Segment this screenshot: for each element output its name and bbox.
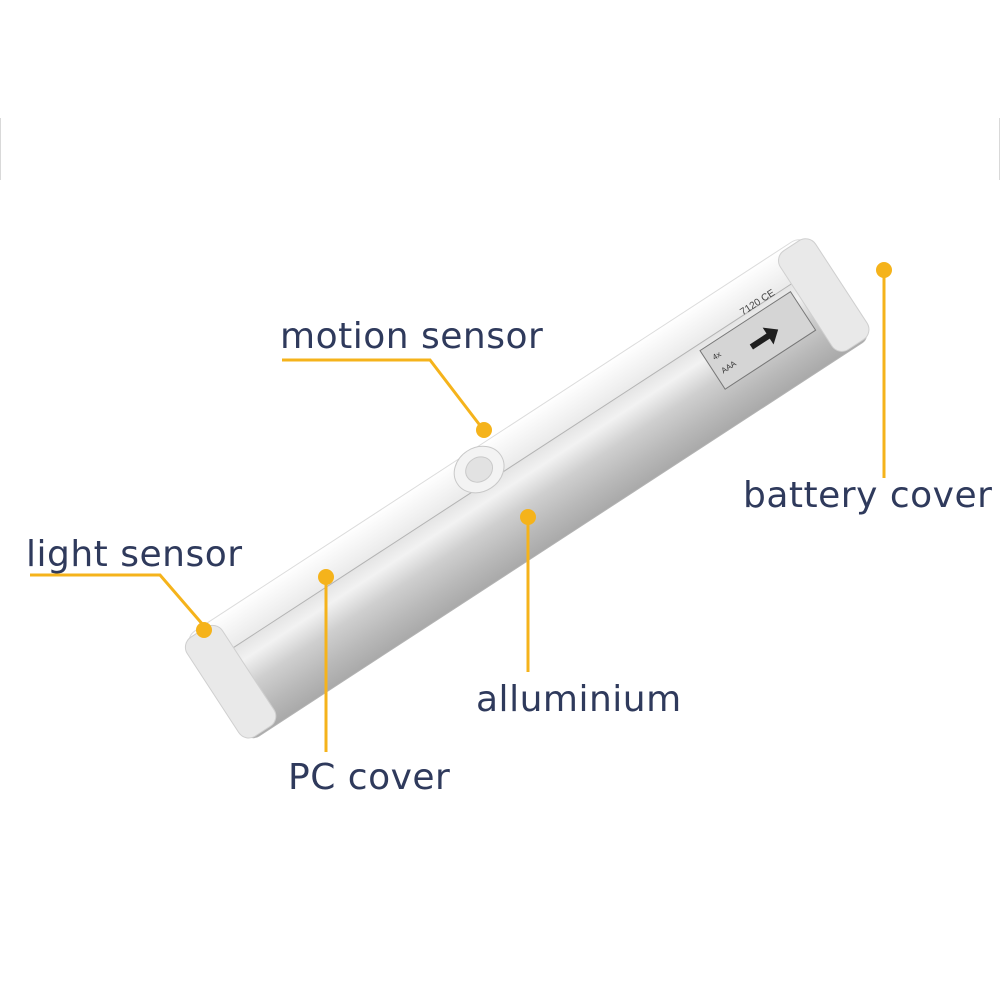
callout-motion-sensor bbox=[282, 358, 484, 429]
arrow-icon bbox=[749, 327, 779, 350]
dot-alluminium bbox=[520, 509, 536, 525]
dot-motion-sensor bbox=[476, 422, 492, 438]
label-motion-sensor: motion sensor bbox=[280, 316, 544, 357]
pc-cover-strip bbox=[188, 239, 822, 669]
label-battery-cover: battery cover bbox=[743, 475, 993, 516]
callouts bbox=[30, 272, 886, 752]
end-cap-right bbox=[778, 238, 870, 352]
dot-battery-cover bbox=[876, 262, 892, 278]
dot-pc-cover bbox=[318, 569, 334, 585]
led-light-bar: 4x AAA 7120 CE bbox=[184, 238, 870, 739]
frame-edge-left bbox=[0, 118, 1, 180]
label-alluminium: alluminium bbox=[476, 679, 682, 720]
label-light-sensor: light sensor bbox=[26, 534, 243, 575]
dot-light-sensor bbox=[196, 622, 212, 638]
motion-sensor-dome bbox=[453, 445, 505, 494]
label-pc-cover: PC cover bbox=[288, 757, 451, 798]
callout-dots bbox=[196, 262, 892, 638]
callout-light-sensor bbox=[30, 573, 206, 627]
battery-count-text: 4x bbox=[711, 350, 723, 362]
